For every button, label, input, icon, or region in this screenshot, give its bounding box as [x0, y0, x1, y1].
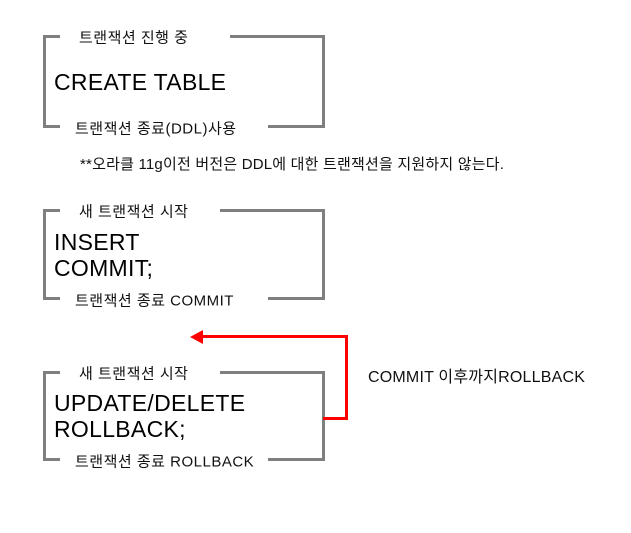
- bracket-top-stub: [43, 209, 60, 212]
- transaction-block-rollback: 새 트랜잭션 시작 UPDATE/DELETE ROLLBACK; 트랜잭션 종…: [43, 366, 325, 471]
- sql-line: COMMIT;: [54, 254, 154, 281]
- block-bottom-label: 트랜잭션 종료 COMMIT: [75, 292, 234, 310]
- block-bottom-label: 트랜잭션 종료 ROLLBACK: [75, 453, 255, 471]
- block-top-label: 트랜잭션 진행 중: [79, 29, 189, 47]
- arrow-head-icon: [190, 330, 203, 344]
- block-sql-text: UPDATE/DELETE ROLLBACK;: [43, 390, 245, 442]
- rollback-arrow-label: COMMIT 이후까지ROLLBACK: [368, 369, 586, 386]
- bracket-left-line: [43, 35, 46, 128]
- bracket-top-stub: [43, 371, 60, 374]
- sql-line: CREATE TABLE: [54, 68, 227, 95]
- bracket-left-line: [43, 209, 46, 300]
- bracket-bottom-line: [268, 125, 325, 128]
- bracket-top-line: [220, 371, 325, 374]
- bracket-top-stub: [43, 35, 60, 38]
- bracket-bottom-stub: [43, 458, 60, 461]
- oracle-ddl-note: **오라클 11g이전 버전은 DDL에 대한 트랜잭션을 지원하지 않는다.: [80, 156, 505, 173]
- sql-line: UPDATE/DELETE: [54, 390, 246, 416]
- transaction-block-commit: 새 트랜잭션 시작 INSERT COMMIT; 트랜잭션 종료 COMMIT: [43, 204, 325, 310]
- block-top-label: 새 트랜잭션 시작: [79, 365, 189, 383]
- bracket-bottom-line: [268, 458, 325, 461]
- bracket-top-line: [220, 209, 325, 212]
- bracket-left-line: [43, 371, 46, 461]
- arrow-line-horizontal: [202, 335, 346, 338]
- bracket-right-line: [322, 371, 325, 461]
- arrow-line-connector: [323, 417, 348, 420]
- bracket-top-line: [230, 35, 325, 38]
- bracket-bottom-stub: [43, 125, 60, 128]
- block-top-label: 새 트랜잭션 시작: [79, 203, 189, 221]
- bracket-right-line: [322, 35, 325, 128]
- transaction-block-ddl: 트랜잭션 진행 중 CREATE TABLE 트랜잭션 종료(DDL)사용: [43, 30, 325, 138]
- block-bottom-label: 트랜잭션 종료(DDL)사용: [75, 120, 237, 138]
- block-sql-text: CREATE TABLE: [43, 69, 226, 95]
- block-sql-text: INSERT COMMIT;: [43, 229, 153, 281]
- arrow-line-vertical: [345, 335, 348, 420]
- bracket-right-line: [322, 209, 325, 300]
- bracket-bottom-stub: [43, 297, 60, 300]
- bracket-bottom-line: [268, 297, 325, 300]
- sql-line: ROLLBACK;: [54, 416, 186, 442]
- sql-line: INSERT: [54, 228, 140, 255]
